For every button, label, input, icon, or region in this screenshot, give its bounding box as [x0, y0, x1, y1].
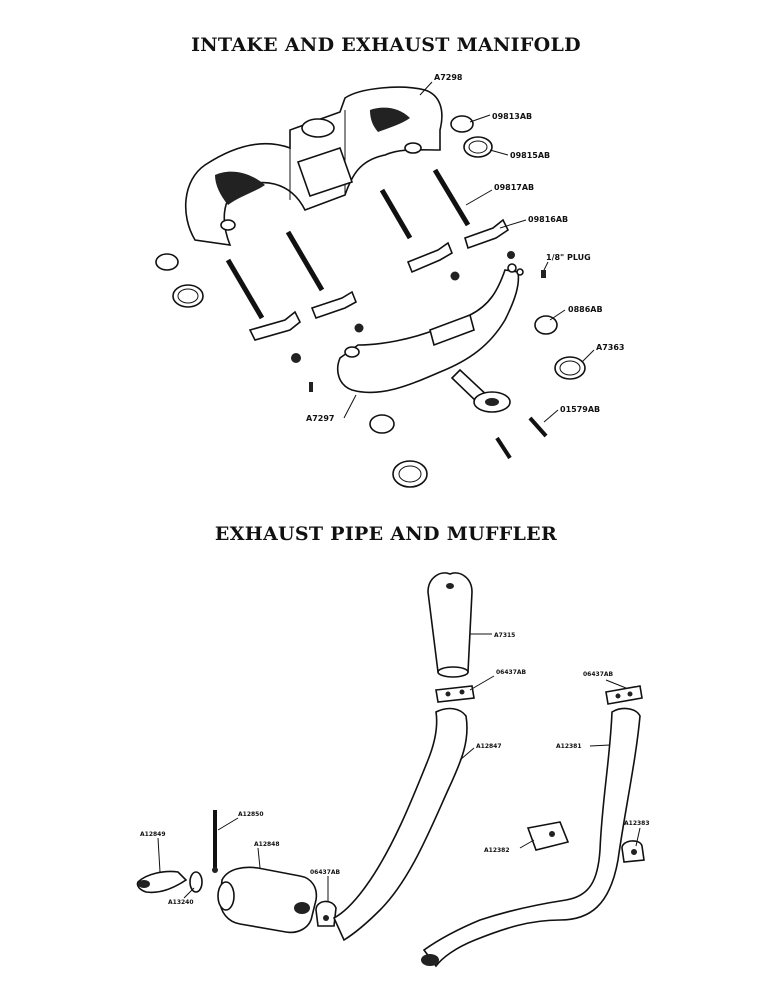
- label-06437ab-b: 06437AB: [583, 671, 614, 678]
- manifold-nuts: [291, 251, 546, 392]
- label-a12847: A12847: [476, 743, 502, 750]
- upper-manifold-a7298: [184, 86, 443, 246]
- rod-a12850: [212, 810, 218, 873]
- label-09815ab: 09815AB: [510, 151, 550, 160]
- label-a7315: A7315: [494, 632, 515, 639]
- label-09817ab: 09817AB: [494, 183, 534, 192]
- label-a12848: A12848: [254, 841, 280, 848]
- label-a12850: A12850: [238, 811, 264, 818]
- manifold-studs: [225, 168, 548, 460]
- bracket-a12382: [526, 821, 570, 851]
- exhaust-pipe-a12381: [421, 707, 641, 968]
- label-a13240: A13240: [168, 899, 194, 906]
- exhaust-pipe-a12847: [332, 707, 468, 942]
- label-a12849: A12849: [140, 831, 166, 838]
- pipe-clamp-06437ab-c: [315, 900, 337, 927]
- label-a7298: A7298: [434, 73, 463, 82]
- label-a12383: A12383: [624, 820, 650, 827]
- label-a7297: A7297: [306, 414, 334, 423]
- label-plug: 1/8" PLUG: [546, 253, 591, 262]
- label-09816ab: 09816AB: [528, 215, 568, 224]
- exhaust-leader-lines: [157, 633, 641, 902]
- label-09813ab: 09813AB: [492, 112, 532, 121]
- tailpipe-a12849: [136, 870, 188, 894]
- clamp-a12383: [621, 840, 645, 863]
- lower-manifold-a7297: [336, 263, 524, 413]
- label-06437ab-a: 06437AB: [496, 669, 527, 676]
- pipe-clamp-06437ab-a: [435, 685, 475, 703]
- manifold-section-title: INTAKE AND EXHAUST MANIFOLD: [191, 34, 581, 56]
- label-a7363: A7363: [596, 343, 624, 352]
- label-06437ab-c: 06437AB: [310, 869, 341, 876]
- clamp-a13240: [189, 871, 203, 893]
- elbow-a7315: [427, 572, 473, 678]
- manifold-clamps: [248, 218, 510, 341]
- exhaust-section-title: EXHAUST PIPE AND MUFFLER: [214, 523, 558, 545]
- manifold-leader-lines: [343, 81, 595, 423]
- label-01579ab: 01579AB: [560, 405, 600, 414]
- label-a12382: A12382: [484, 847, 510, 854]
- label-0886ab: 0886AB: [568, 305, 603, 314]
- pipe-clamp-06437ab-b: [605, 685, 643, 705]
- muffler-a12848: [217, 866, 318, 934]
- label-a12381: A12381: [556, 743, 582, 750]
- manifold-rings: [155, 115, 586, 488]
